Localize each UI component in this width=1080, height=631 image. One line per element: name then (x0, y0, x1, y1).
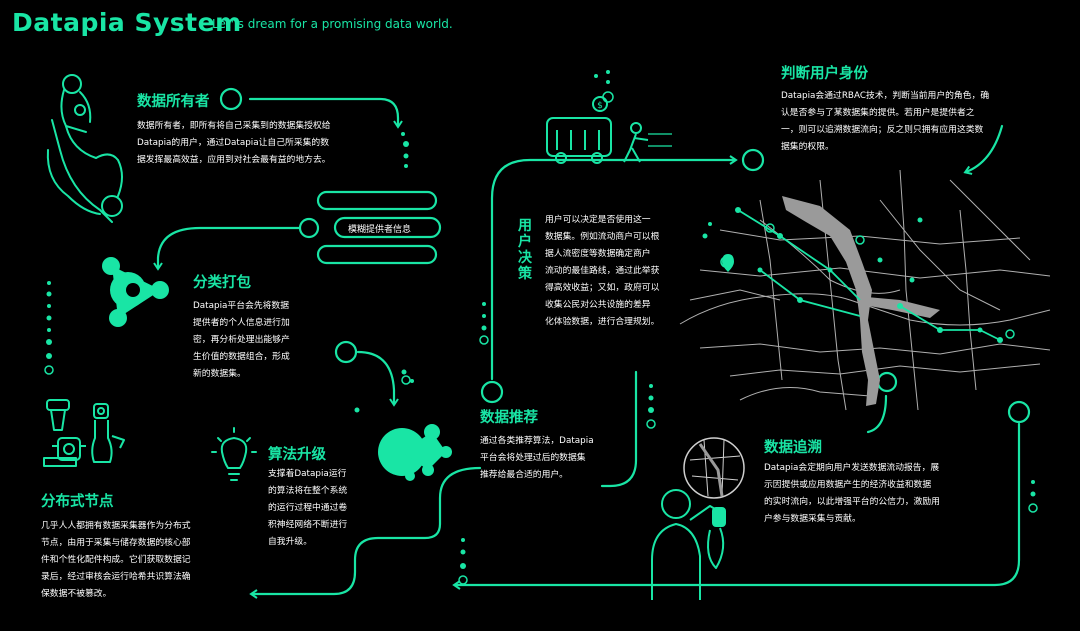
dot-columns (46, 70, 1036, 569)
food-truck-icon: $ (546, 96, 672, 164)
flow-identity-curve (963, 124, 1004, 175)
distributed-title: 分布式节点 (41, 494, 114, 510)
identity-body: Datapia会通过RBAC技术，判断当前用户的角色，确 认是否参与了某数据集的… (781, 91, 990, 152)
svg-text:$: $ (597, 101, 603, 111)
node-map (876, 371, 898, 393)
magnifier-map-icon (683, 437, 745, 499)
node-classify (334, 340, 358, 364)
page-subtitle: Let' s dream for a promising data world. (212, 17, 453, 31)
flow-pill-to-classify (153, 226, 302, 271)
data-owner-title: 数据所有者 (137, 94, 210, 110)
flow-recommend-right (600, 370, 638, 488)
page-title: Datapia System (12, 8, 242, 37)
map-pin-icon (722, 254, 734, 272)
algorithm-title: 算法升级 (268, 447, 326, 463)
user-decision-title: 用户决策 (518, 218, 532, 282)
identity-title: 判断用户身份 (781, 66, 868, 82)
flow-recommend-up (490, 155, 738, 381)
trace-title: 数据追溯 (764, 440, 822, 456)
recommend-body: 通过各类推荐算法，Datapia 平台会将处理过后的数据集 推荐给最合适的用户。 (480, 436, 594, 480)
city-map-icon (679, 169, 1051, 411)
node-owner (219, 87, 243, 111)
algorithm-body: 支撑着Datapia运行 的算法将在整个系统 的运行过程中通过卷 积神经网络不断… (268, 469, 348, 547)
blur-provider-info-label: 模糊提供者信息 (348, 225, 412, 235)
person-scooter-icon (46, 74, 123, 223)
classify-title: 分类打包 (193, 275, 251, 291)
flow-owner-right (248, 97, 403, 129)
map-river (782, 196, 880, 406)
cluster-blob-icon (378, 424, 452, 481)
pill-stack (316, 190, 442, 265)
distributed-body: 几乎人人都拥有数据采集器作为分布式 节点，由用于采集与储存数据的核心部 件和个性… (41, 521, 191, 599)
node-route (741, 148, 765, 172)
user-decision-body: 用户可以决定是否使用这一 数据集。例如流动商户可以根 据人流密度等数据确定商户 … (545, 215, 660, 327)
node-recommend (480, 380, 504, 404)
recommend-title: 数据推荐 (480, 410, 538, 426)
node-pill (298, 217, 320, 239)
network-node-icon (102, 257, 169, 327)
flow-map-trace (866, 394, 888, 434)
flow-bottom-left (249, 466, 482, 599)
flow-classify-down (356, 350, 399, 407)
sensor-devices-icon (43, 399, 125, 467)
lightbulb-icon (211, 427, 257, 481)
flow-trace-left (452, 422, 1021, 590)
data-owner-body: 数据所有者，即所有将自己采集到的数据集授权给 Datapia的用户，通过Data… (137, 121, 331, 165)
trace-body: Datapia会定期向用户发送数据流动报告，展 示因提供或应用数据产生的经济收益… (764, 463, 940, 524)
classify-body: Datapia平台会先将数据 提供者的个人信息进行加 密，再分析处理出能够产 生… (193, 301, 290, 379)
node-trace (1007, 400, 1031, 424)
person-phone-icon (651, 489, 726, 600)
